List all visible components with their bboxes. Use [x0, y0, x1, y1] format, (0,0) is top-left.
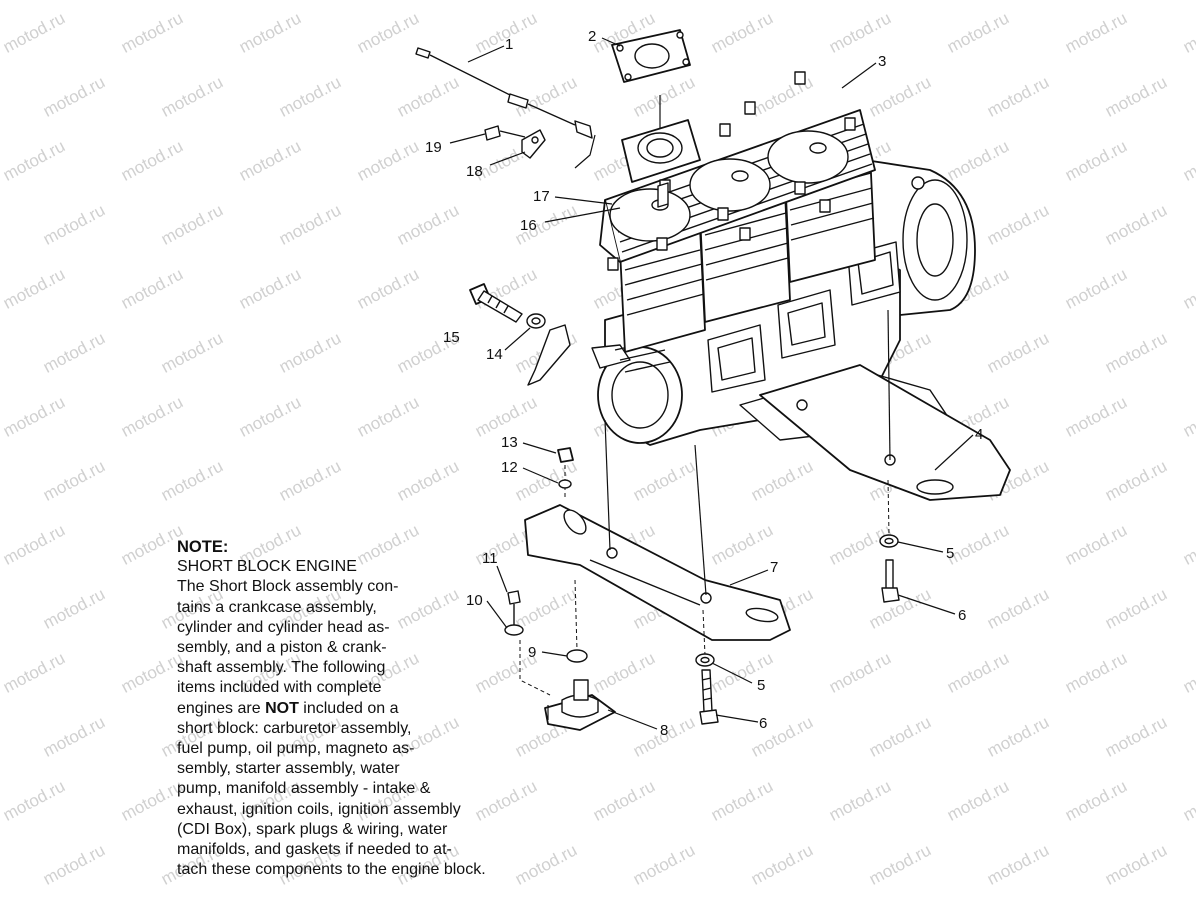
note-line: sembly, starter assembly, water	[177, 760, 400, 778]
engine-block-illustration	[415, 29, 1011, 731]
callout-15: 15	[443, 329, 460, 346]
note-line: sembly, and a piston & crank-	[177, 639, 387, 657]
note-line: pump, manifold assembly - intake &	[177, 780, 431, 798]
note-line: (CDI Box), spark plugs & wiring, water	[177, 820, 448, 838]
callout-12: 12	[501, 459, 518, 476]
callout-8: 8	[660, 722, 668, 739]
callout-16: 16	[520, 217, 537, 234]
note-subtitle: SHORT BLOCK ENGINE	[177, 558, 357, 576]
callout-14: 14	[486, 346, 503, 363]
note-line: short block: carburetor assembly,	[177, 719, 412, 737]
callout-1: 1	[505, 36, 513, 53]
callout-18: 18	[466, 163, 483, 180]
callout-3: 3	[878, 53, 886, 70]
callout-17: 17	[533, 188, 550, 205]
callout-13: 13	[501, 434, 518, 451]
callout-labels: 1 2 3 4 5 5 6 6 7 8 9 10 11 12 13 14 15 …	[425, 28, 983, 739]
leader-lines	[449, 37, 974, 730]
note-line-with-emphasis: engines are NOT included on a	[177, 699, 547, 719]
callout-2: 2	[588, 28, 596, 45]
note-line: items included with complete	[177, 679, 382, 697]
note-title: NOTE:	[177, 538, 229, 556]
note-line-tail: included on a	[298, 699, 399, 717]
callout-19: 19	[425, 139, 442, 156]
callout-5a: 5	[946, 545, 954, 562]
note-line-start: engines are	[177, 699, 266, 717]
callout-6a: 6	[958, 607, 966, 624]
callout-6b: 6	[759, 715, 767, 732]
note-block: NOTE: SHORT BLOCK ENGINE The Short Block…	[177, 537, 547, 880]
callout-11: 11	[482, 550, 498, 567]
note-line: cylinder and cylinder head as-	[177, 618, 390, 636]
note-line: exhaust, ignition coils, ignition assemb…	[177, 800, 461, 818]
note-line: The Short Block assembly con-	[177, 578, 399, 596]
callout-4: 4	[975, 426, 983, 443]
note-line: shaft assembly. The following	[177, 659, 386, 677]
note-line: tach these components to the engine bloc…	[177, 861, 486, 879]
note-line: manifolds, and gaskets if needed to at-	[177, 841, 452, 859]
note-emphasis-not: NOT	[265, 699, 299, 717]
callout-9: 9	[528, 644, 536, 661]
callout-10: 10	[466, 592, 483, 609]
callout-5b: 5	[757, 677, 765, 694]
note-line: tains a crankcase assembly,	[177, 598, 377, 616]
note-line: fuel pump, oil pump, magneto as-	[177, 740, 415, 758]
callout-7: 7	[770, 559, 778, 576]
